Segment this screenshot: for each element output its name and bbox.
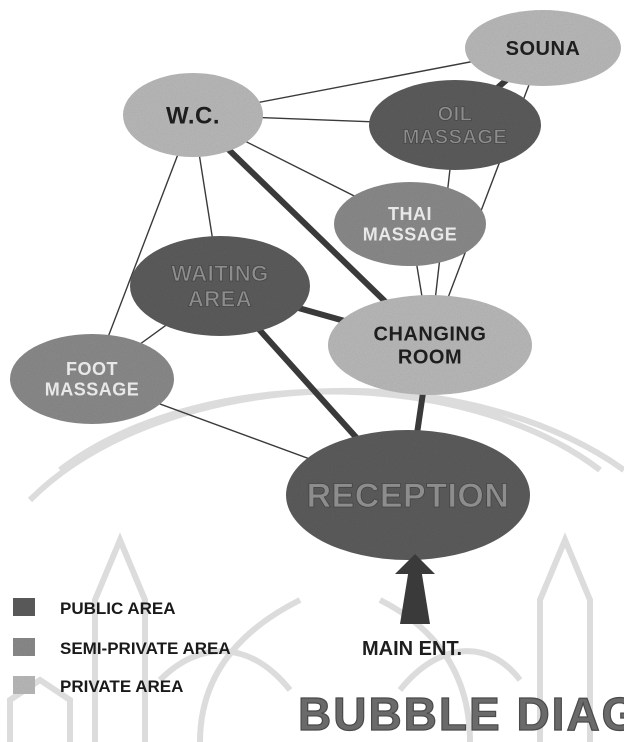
legend-swatch-public bbox=[13, 598, 35, 616]
bubble-oil-massage-label: MASSAGE bbox=[403, 127, 508, 149]
main-entrance-arrow bbox=[395, 554, 435, 624]
bubble-wc-shape bbox=[123, 73, 263, 157]
legend-swatch-private bbox=[13, 676, 35, 694]
bubble-thai-massage-label: MASSAGE bbox=[363, 225, 458, 245]
legend: PUBLIC AREA SEMI-PRIVATE AREA PRIVATE AR… bbox=[13, 598, 231, 696]
edge-souna-changing-room bbox=[429, 47, 544, 346]
watermark-emblem bbox=[7, 387, 624, 742]
bubble-oil-massage-shape bbox=[369, 80, 541, 170]
bubble-foot-massage-label: FOOT bbox=[66, 359, 118, 379]
main-entrance-label: MAIN ENT. bbox=[362, 638, 462, 660]
legend-swatch-semi-private bbox=[13, 638, 35, 656]
bubble-thai-massage-shape bbox=[334, 182, 486, 266]
bubble-wc-label: W.C. bbox=[166, 102, 220, 129]
bubble-waiting-area-label: AREA bbox=[188, 286, 252, 311]
bubble-thai-massage-label: THAI bbox=[388, 204, 432, 224]
bubble-oil-massage-label: OIL bbox=[438, 104, 473, 126]
bubble-foot-massage-shape bbox=[10, 334, 174, 424]
legend-label-private: PRIVATE AREA bbox=[60, 677, 183, 696]
legend-label-public: PUBLIC AREA bbox=[60, 599, 176, 618]
bubble-foot-massage-label: MASSAGE bbox=[45, 380, 140, 400]
bubble-changing-room-label: CHANGING bbox=[374, 324, 487, 346]
diagram-title: BUBBLE DIAGRA bbox=[298, 688, 624, 740]
bubble-waiting-area-shape bbox=[130, 236, 310, 336]
bubble-souna-shape bbox=[465, 10, 621, 86]
bubble-changing-room-shape bbox=[328, 295, 532, 395]
bubble-souna: SOUNA bbox=[465, 10, 621, 86]
bubble-reception: RECEPTION bbox=[286, 430, 530, 560]
bubble-waiting-area-label: WAITING bbox=[171, 261, 269, 286]
legend-label-semi-private: SEMI-PRIVATE AREA bbox=[60, 639, 231, 658]
nodes-layer: SOUNAW.C.OILMASSAGETHAIMASSAGEWAITINGARE… bbox=[10, 10, 621, 560]
bubble-souna-label: SOUNA bbox=[506, 38, 581, 60]
bubble-reception-label: RECEPTION bbox=[307, 477, 510, 515]
bubble-wc: W.C. bbox=[123, 73, 263, 157]
bubble-changing-room-label: ROOM bbox=[398, 347, 462, 369]
bubble-reception-shape bbox=[286, 430, 530, 560]
